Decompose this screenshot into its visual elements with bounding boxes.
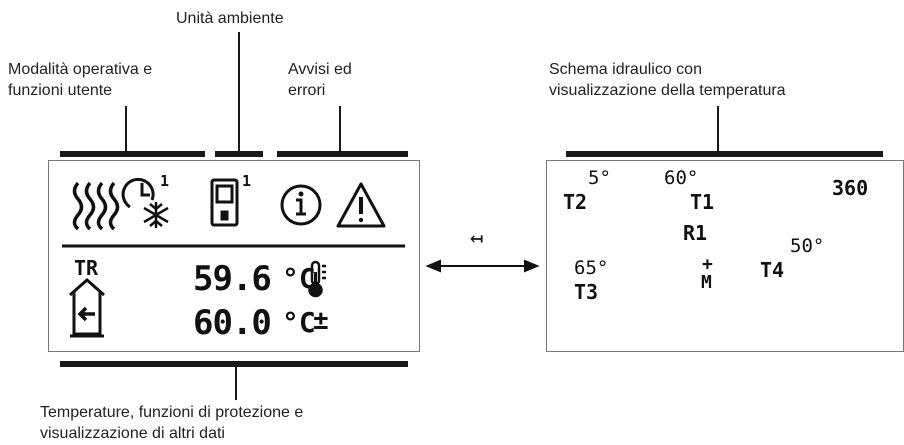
t1-value: 60° — [664, 167, 699, 189]
t3-label: T3 — [574, 280, 599, 304]
warnings-label-line1: Avvisi ed — [288, 61, 352, 78]
t4-label: T4 — [760, 258, 785, 282]
warnings-bracket — [277, 151, 408, 157]
hydraulic-leader — [717, 106, 719, 154]
operating-mode-label-line1: Modalità operativa e — [8, 61, 153, 78]
room-unit-label: Unità ambiente — [176, 10, 284, 27]
operating-mode-label: Modalità operativa e funzioni utente — [8, 59, 152, 101]
mixer-plus: + — [702, 254, 713, 275]
room-unit-bracket — [215, 151, 263, 157]
hydraulic-label: Schema idraulico con visualizzazione del… — [549, 59, 786, 101]
room-unit-leader — [238, 32, 240, 154]
temperatures-bracket — [60, 361, 408, 367]
warning-icon — [336, 182, 386, 228]
heating-waves-icon — [72, 181, 120, 231]
mode-code: TR — [74, 256, 99, 280]
t4-value: 50° — [790, 235, 825, 257]
temperatures-label: Temperature, funzioni di protezione e vi… — [40, 402, 303, 444]
radiator-value: 360 — [832, 176, 869, 200]
temperatures-label-line2: visualizzazione di altri dati — [40, 425, 225, 442]
thermometer-icon — [308, 260, 326, 298]
home-return-icon — [69, 277, 105, 338]
operating-mode-bracket — [60, 151, 205, 157]
operating-mode-label-line2: funzioni utente — [8, 82, 113, 99]
room-unit-index: 1 — [242, 172, 252, 190]
hydraulic-bracket — [566, 151, 883, 157]
temperatures-label-line1: Temperature, funzioni di protezione e — [40, 404, 304, 421]
temperature-measured: 59.6 — [193, 259, 272, 299]
timer-index: 1 — [160, 172, 170, 190]
temperature-measured-unit: °C — [282, 262, 316, 295]
t1-label: T1 — [690, 190, 715, 214]
temperature-set: 60.0 — [193, 303, 272, 343]
t2-label: T2 — [563, 190, 588, 214]
t3-value: 65° — [574, 257, 609, 279]
hydraulic-label-line2: visualizzazione della temperatura — [549, 82, 786, 99]
warnings-leader — [339, 106, 341, 154]
r1-label: R1 — [683, 221, 708, 245]
temperature-set-unit: °C — [282, 306, 316, 339]
timer-snowflake-icon — [121, 177, 169, 228]
double-arrow-icon — [425, 259, 540, 273]
warnings-label-line2: errori — [288, 82, 326, 99]
info-icon — [280, 184, 322, 226]
return-arrow-icon: ↤ — [470, 226, 484, 251]
hydraulic-display-panel — [546, 160, 904, 352]
hydraulic-label-line1: Schema idraulico con — [549, 61, 702, 78]
set-plusminus: ± — [313, 306, 329, 336]
t2-value: 5° — [588, 167, 611, 189]
warnings-label: Avvisi ed errori — [288, 59, 352, 101]
operating-mode-leader — [125, 106, 127, 154]
temperatures-leader — [235, 364, 237, 400]
room-unit-icon — [210, 178, 239, 227]
mixer-label: M — [701, 272, 712, 293]
